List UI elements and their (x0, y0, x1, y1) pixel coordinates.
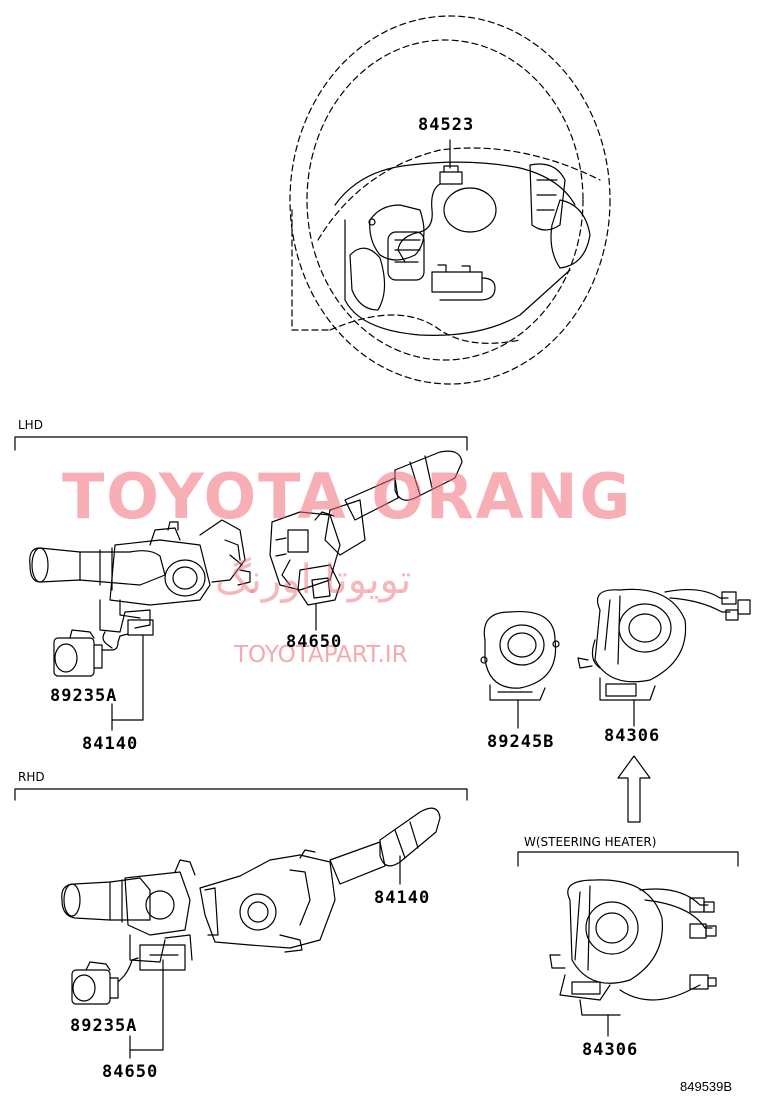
part-label-84523: 84523 (418, 115, 475, 135)
watermark-title: TOYOTA ORANG (62, 460, 633, 533)
part-label-heater-84306: 84306 (582, 1040, 639, 1060)
part-label-rhd-84140: 84140 (374, 888, 431, 908)
up-arrow (617, 755, 651, 823)
rhd-wiper-switch-drawing (199, 807, 441, 953)
part-label-lhd-84650: 84650 (286, 632, 343, 652)
lhd-wiper-switch-drawing (29, 519, 251, 649)
watermark-url: TOYOTAPART.IR (234, 642, 408, 668)
section-label-rhd: RHD (18, 770, 45, 784)
part-label-84306: 84306 (604, 726, 661, 746)
section-label-lhd: LHD (18, 418, 43, 432)
section-label-steering-heater: W(STEERING HEATER) (524, 835, 657, 849)
steering-wheel-drawing (289, 15, 611, 385)
part-label-rhd-89235a: 89235A (70, 1016, 138, 1036)
part-label-rhd-84650: 84650 (102, 1062, 159, 1082)
part-label-lhd-84140: 84140 (82, 734, 139, 754)
part-label-lhd-89235a: 89235A (50, 686, 118, 706)
rhd-light-switch-drawing (61, 859, 196, 971)
diagram-code: 849539B (680, 1079, 733, 1094)
rhd-sensor-drawing (71, 957, 139, 1005)
spiral-cable-drawing (577, 588, 751, 701)
heater-spiral-cable-drawing (549, 879, 717, 1016)
lhd-light-switch-drawing (269, 450, 463, 606)
part-label-89245b: 89245B (487, 732, 555, 752)
watermark-farsi: تویوتا اورنگ (215, 557, 412, 603)
angle-sensor-drawing (480, 610, 560, 701)
lhd-sensor-drawing (53, 629, 129, 677)
